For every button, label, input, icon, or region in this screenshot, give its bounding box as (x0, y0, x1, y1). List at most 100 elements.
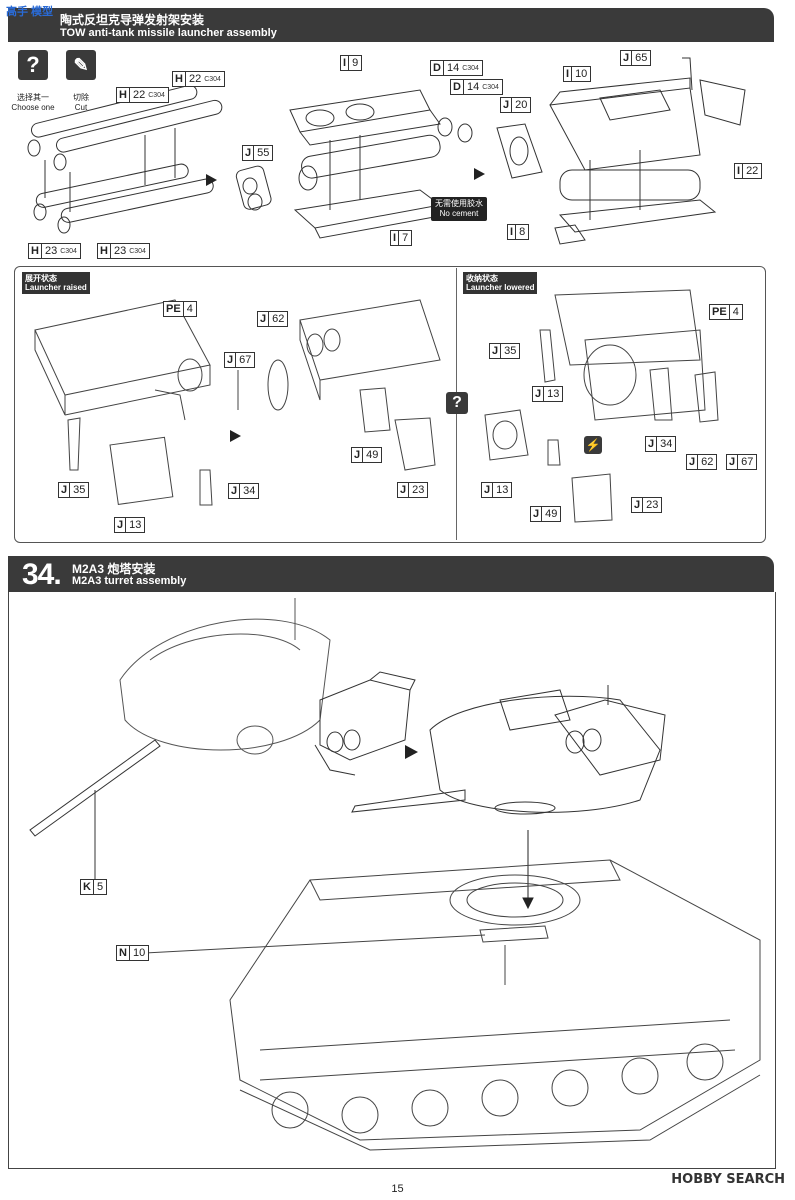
part-number: 35 (73, 484, 86, 496)
part-letter: PE (164, 302, 184, 316)
launcher-lower-shell (293, 189, 446, 239)
arrow-1 (206, 174, 217, 186)
part-letter: N (117, 946, 130, 960)
part-letter: I (508, 225, 517, 239)
lowered-drawings (484, 289, 719, 523)
j20-frame (496, 123, 543, 179)
part-letter: I (391, 231, 400, 245)
glue-code: C304 (482, 83, 499, 91)
j55-plate (235, 165, 272, 211)
step34-title-cn: M2A3 炮塔安装 (72, 562, 156, 576)
step34-header: 34. M2A3 炮塔安装 M2A3 turret assembly (8, 556, 774, 592)
choose-cn: 选择其一 (17, 93, 49, 102)
part-number: 13 (496, 484, 509, 496)
part-number: 22 (132, 89, 146, 101)
cut-label: 切除 Cut (58, 93, 104, 113)
tow-title-en: TOW anti-tank missile launcher assembly (60, 27, 277, 39)
part-letter: J (727, 455, 739, 469)
part-letter: D (451, 80, 464, 94)
glue-code: C304 (129, 247, 146, 255)
watermark-bottom: HOBBY SEARCH (671, 1172, 785, 1187)
lowered-tag-en: Launcher lowered (466, 283, 535, 292)
part-number: 22 (188, 73, 202, 85)
part-number: 14 (446, 62, 460, 74)
glue-code: C304 (462, 64, 479, 72)
knife-icon: ✎ (66, 50, 96, 80)
glue-code: C304 (148, 91, 165, 99)
tow-launcher-module (314, 671, 416, 776)
part-letter: H (98, 244, 111, 258)
question-icon-small: ? (446, 392, 468, 414)
part-letter: J (533, 387, 545, 401)
part-number: 62 (272, 313, 285, 325)
no-cement-text: 无需使用胶水 No cement (435, 199, 483, 218)
part-letter: J (632, 498, 644, 512)
part-number: 13 (547, 388, 560, 400)
part-number: 34 (660, 438, 673, 450)
cut-en: Cut (74, 103, 88, 112)
part-letter: J (621, 51, 633, 65)
launcher-tubes (298, 134, 441, 191)
part-letter: J (646, 437, 658, 451)
part-number: 10 (132, 947, 146, 959)
watermark-top: 高手 模型 (6, 6, 54, 18)
part-letter: D (431, 61, 444, 75)
step34-title-en: M2A3 turret assembly (72, 575, 187, 587)
launcher-states-frame (14, 266, 766, 543)
arrow-3 (230, 430, 241, 442)
raised-tag-cn: 展开状态 (25, 274, 57, 283)
part-letter: I (564, 67, 573, 81)
step-number: 34. (22, 558, 62, 591)
part-letter: J (115, 518, 127, 532)
part-letter: J (398, 483, 410, 497)
part-number: 23 (44, 245, 58, 257)
part-number: 22 (746, 165, 759, 177)
part-number: 5 (96, 881, 104, 893)
part-number: 4 (186, 303, 193, 315)
spring-icon: ⚡ (584, 436, 602, 454)
launcher-body-lower (554, 169, 717, 245)
turret-frame-ghost (119, 598, 331, 755)
raised-drawings (34, 299, 441, 506)
tube-h22-pair (27, 84, 223, 171)
part-number: 23 (412, 484, 425, 496)
part-letter: I (341, 56, 350, 70)
part-letter: J (482, 483, 494, 497)
part-letter: PE (710, 305, 730, 319)
part-number: 13 (129, 519, 142, 531)
page-number: 15 (391, 1183, 404, 1195)
choose-label: 选择其一 Choose one (8, 93, 58, 113)
part-letter: J (229, 484, 241, 498)
part-number: 9 (352, 57, 359, 69)
part-number: 10 (575, 68, 588, 80)
launcher-upper-shell (289, 89, 441, 146)
tow-section-header: 陶式反坦克导弹发射架安装 TOW anti-tank missile launc… (8, 8, 774, 42)
part-number: 23 (646, 499, 659, 511)
launcher-box (549, 77, 701, 171)
